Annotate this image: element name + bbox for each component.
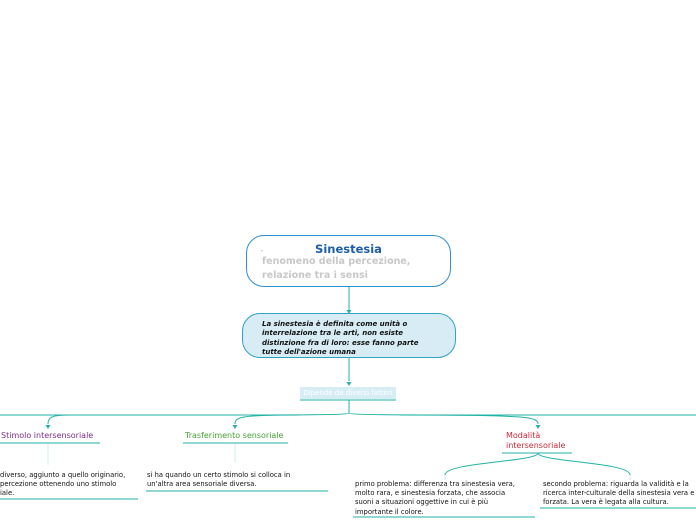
- arrowhead-definition: [346, 310, 352, 314]
- definition-line3: distinzione fra di loro: esse fanno part…: [262, 338, 419, 347]
- root-title: Sinestesia: [315, 242, 382, 256]
- trasferimento-description-line2: un'altra area sensoriale diversa.: [147, 480, 257, 489]
- root-node[interactable]: • Sinestesia fenomeno della percezione, …: [246, 235, 451, 287]
- connector-bar-left: [0, 412, 350, 416]
- connector-drop-modalita: [399, 414, 539, 425]
- definition-line2: interrelazione tra le arti, non esiste: [262, 329, 404, 338]
- root-dot-icon: •: [260, 248, 264, 255]
- arrowhead-label: [346, 382, 352, 386]
- topic-modalita-intersensoriale[interactable]: Modalità intersensoriale: [506, 431, 565, 451]
- root-subtitle-line2: relazione tra i sensi: [262, 270, 368, 281]
- definition-text: La sinestesia è definita come unità o in…: [262, 320, 442, 358]
- topic-stimolo-intersensoriale[interactable]: Stimolo intersensoriale: [1, 431, 94, 440]
- root-subtitle: fenomeno della percezione, relazione tra…: [262, 255, 442, 283]
- secondo-problema-line1: secondo problema: riguarda la validità e…: [543, 480, 689, 488]
- stimolo-description[interactable]: diverso, aggiunto a quello originario, p…: [0, 471, 140, 499]
- trasferimento-description[interactable]: si ha quando un certo stimolo si colloca…: [147, 471, 327, 489]
- connector-label[interactable]: Dipende da diversi fattori: [300, 387, 396, 399]
- arrowhead-modalita: [535, 425, 541, 429]
- connector-modalita-child1: [444, 452, 539, 476]
- primo-problema-line3: suoni a situazioni oggettive in cui è pi…: [355, 498, 489, 507]
- arrowhead-stimolo: [45, 425, 51, 429]
- root-subtitle-line1: fenomeno della percezione,: [262, 256, 411, 267]
- definition-line4: tutte dell'azione umana: [262, 348, 356, 357]
- connector-drop-trasferimento: [234, 414, 301, 425]
- definition-node[interactable]: La sinestesia è definita come unità o in…: [242, 313, 456, 358]
- definition-line1: La sinestesia è definita come unità o: [262, 320, 408, 328]
- modalita-title-line1: Modalità: [506, 431, 541, 440]
- secondo-problema-line3: forzata. La vera è legata alla cultura.: [543, 498, 669, 507]
- secondo-problema-line2: ricerca inter-culturale della sinestesia…: [543, 489, 695, 498]
- connector-drop-stimolo: [47, 414, 71, 425]
- primo-problema-line2: molto rara, e sinestesia forzata, che as…: [355, 489, 506, 498]
- stimolo-description-line2: percezione ottenendo uno stimolo: [0, 480, 117, 489]
- stimolo-description-line3: iale.: [0, 489, 15, 498]
- stimolo-description-line1: diverso, aggiunto a quello originario,: [0, 471, 126, 479]
- modalita-title-line2: intersensoriale: [506, 441, 566, 450]
- connector-modalita-child2: [537, 452, 631, 476]
- connector-bar-right: [348, 412, 696, 416]
- modalita-child-primo-problema[interactable]: primo problema: differenza tra sinestesi…: [355, 480, 537, 517]
- primo-problema-line1: primo problema: differenza tra sinestesi…: [355, 480, 515, 488]
- trasferimento-description-line1: si ha quando un certo stimolo si colloca…: [147, 471, 291, 479]
- arrowhead-trasferimento: [232, 425, 238, 429]
- modalita-child-secondo-problema[interactable]: secondo problema: riguarda la validità e…: [543, 480, 696, 508]
- primo-problema-line4: importante il colore.: [355, 507, 424, 516]
- topic-trasferimento-sensoriale[interactable]: Trasferimento sensoriale: [185, 431, 284, 440]
